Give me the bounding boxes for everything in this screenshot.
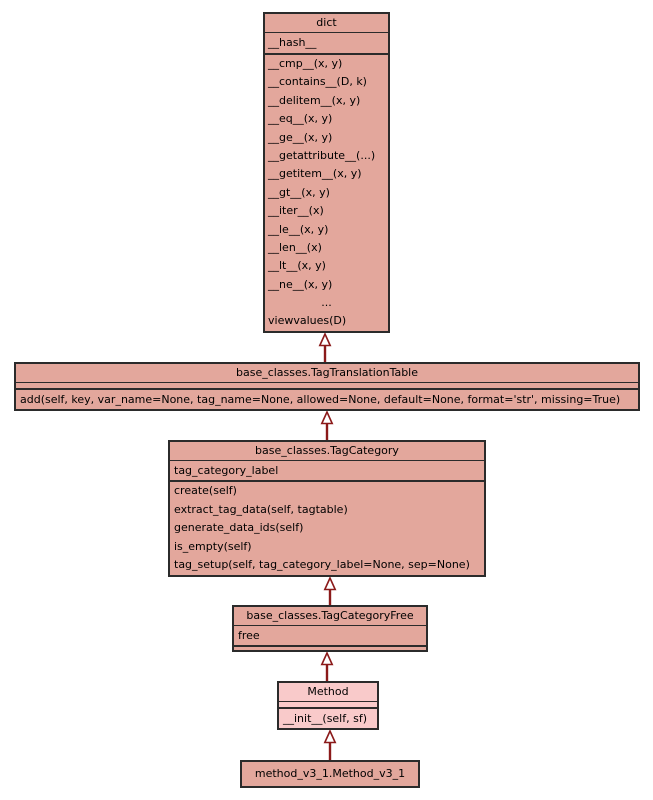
method-row: __lt__(x, y) [268, 259, 326, 273]
class-box-tag-category-free: base_classes.TagCategoryFree free [232, 605, 428, 652]
method-row: __le__(x, y) [268, 222, 329, 236]
method-row: __delitem__(x, y) [268, 93, 361, 107]
class-title: base_classes.TagCategory [170, 442, 484, 461]
methods-compartment: __init__(self, sf) [279, 709, 377, 728]
method-row: tag_setup(self, tag_category_label=None,… [174, 558, 470, 572]
methods-compartment: create(self) extract_tag_data(self, tagt… [170, 482, 484, 575]
method-row: create(self) [174, 484, 237, 497]
method-row: __getitem__(x, y) [268, 167, 362, 181]
method-row: generate_data_ids(self) [174, 521, 304, 535]
attributes-compartment [16, 383, 638, 390]
method-row: is_empty(self) [174, 539, 252, 553]
attributes-compartment: free [234, 626, 426, 647]
class-box-method-v3-1: method_v3_1.Method_v3_1 [240, 760, 420, 788]
method-row-ellipsis: ... [321, 296, 332, 310]
attribute-row: __hash__ [268, 36, 317, 49]
methods-compartment: __cmp__(x, y) __contains__(D, k) __delit… [265, 55, 388, 331]
method-row: __getattribute__(...) [268, 148, 376, 162]
method-row: __len__(x) [268, 240, 322, 254]
method-row: add(self, key, var_name=None, tag_name=N… [20, 393, 621, 406]
method-row: __ge__(x, y) [268, 130, 333, 144]
class-box-tag-translation-table: base_classes.TagTranslationTable add(sel… [14, 362, 640, 411]
method-row: viewvalues(D) [268, 314, 347, 328]
attribute-row: tag_category_label [174, 464, 279, 477]
method-row: __cmp__(x, y) [268, 57, 343, 70]
class-title: Method [279, 683, 377, 702]
methods-compartment [234, 647, 426, 650]
method-row: __gt__(x, y) [268, 185, 330, 199]
class-title: base_classes.TagTranslationTable [16, 364, 638, 383]
method-row: extract_tag_data(self, tagtable) [174, 502, 348, 516]
inheritance-arrow [323, 577, 337, 605]
inheritance-arrow [318, 333, 332, 362]
inheritance-arrow [323, 730, 337, 760]
method-row: __iter__(x) [268, 204, 324, 218]
method-row: __ne__(x, y) [268, 277, 333, 291]
class-box-method: Method __init__(self, sf) [277, 681, 379, 730]
class-title: method_v3_1.Method_v3_1 [254, 767, 406, 780]
method-row: __init__(self, sf) [283, 712, 368, 725]
inheritance-arrow [320, 652, 334, 681]
class-box-dict: dict __hash__ __cmp__(x, y) __contains__… [263, 12, 390, 333]
class-title: dict [265, 14, 388, 33]
attributes-compartment: __hash__ [265, 33, 388, 55]
method-row: __contains__(D, k) [268, 75, 367, 89]
class-title: base_classes.TagCategoryFree [234, 607, 426, 626]
attributes-compartment: tag_category_label [170, 461, 484, 482]
inheritance-arrow [320, 411, 334, 440]
methods-compartment: add(self, key, var_name=None, tag_name=N… [16, 390, 638, 409]
attributes-compartment [279, 702, 377, 709]
attribute-row: free [238, 629, 260, 642]
method-row: __eq__(x, y) [268, 112, 333, 126]
class-box-tag-category: base_classes.TagCategory tag_category_la… [168, 440, 486, 577]
